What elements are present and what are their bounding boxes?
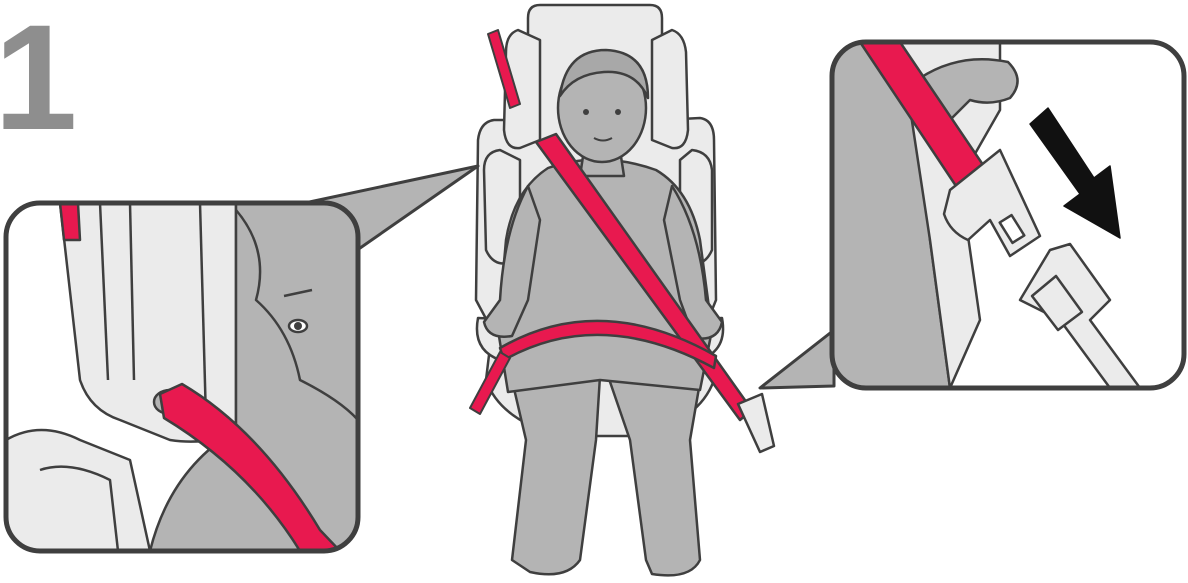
child-eye-left [583, 109, 589, 115]
callout-pointer-right [760, 330, 834, 388]
detail-right [760, 42, 1184, 388]
seat-wing-right [652, 30, 688, 148]
child-eye-right [615, 109, 621, 115]
buckle-latch-center [738, 394, 774, 452]
child-leg-right [608, 376, 700, 575]
detail-left [6, 166, 478, 551]
center-figure [470, 5, 774, 575]
child-leg-left [512, 376, 600, 574]
